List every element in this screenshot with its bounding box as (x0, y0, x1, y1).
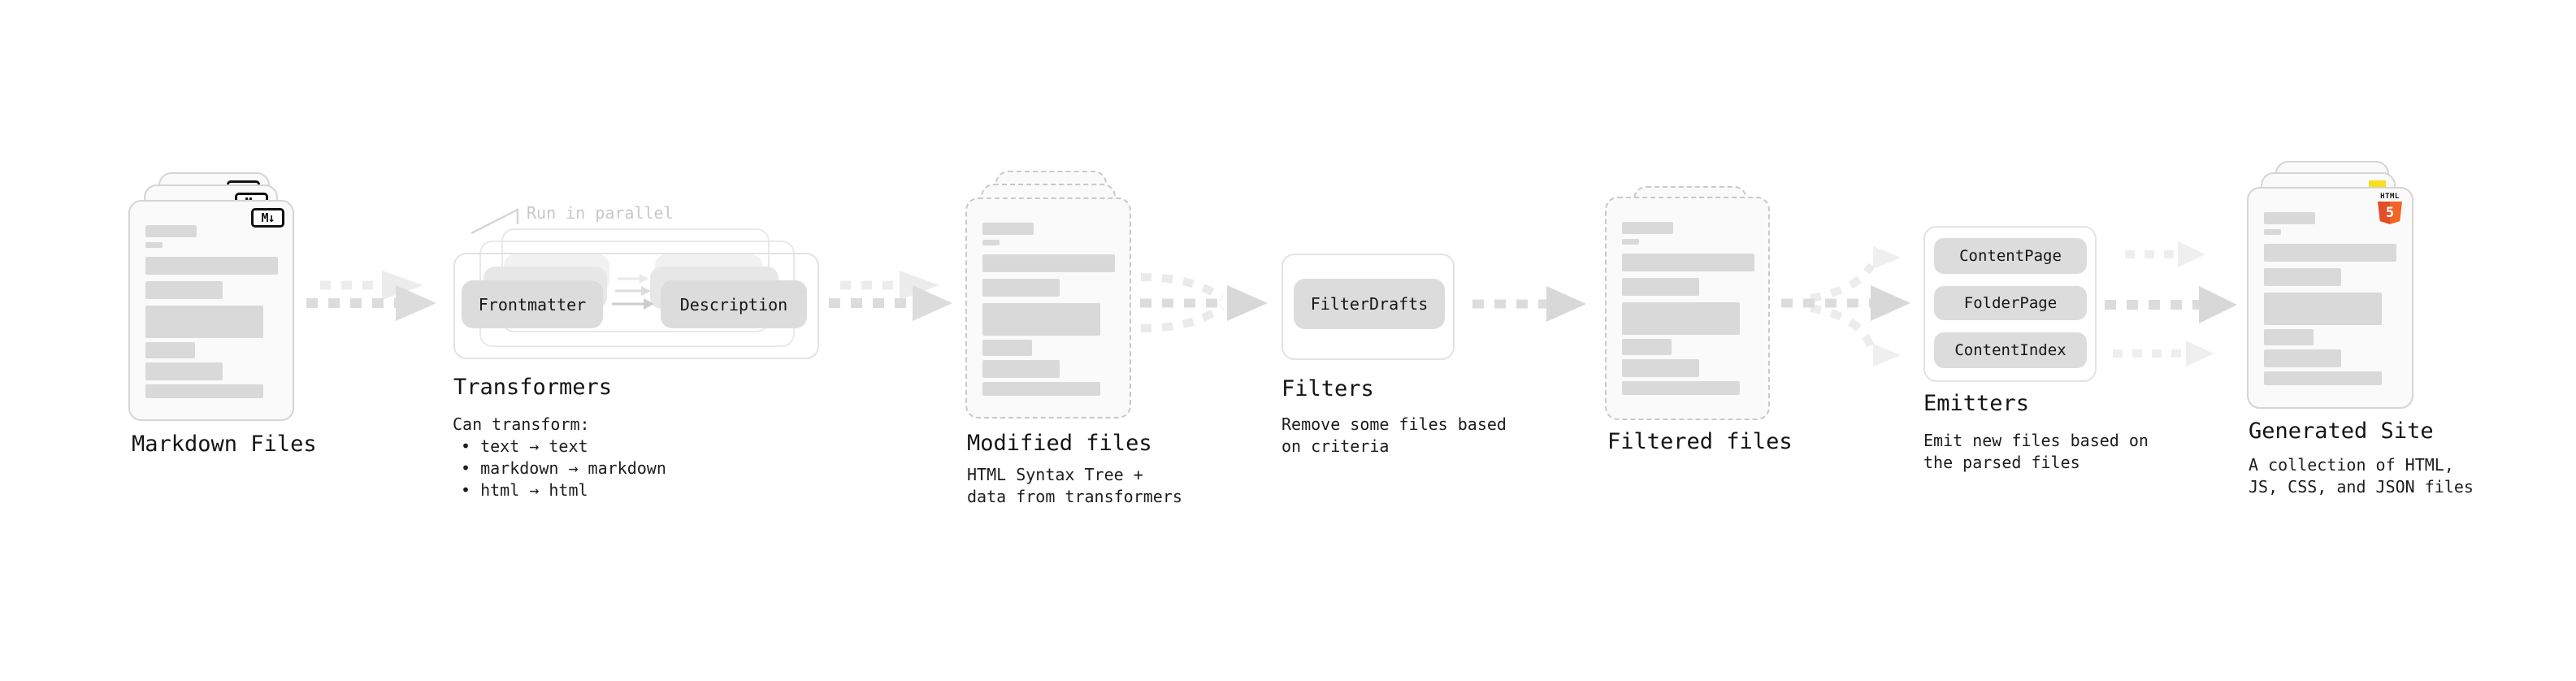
stage-desc-transformers: Can transform: • text → text • markdown … (453, 414, 666, 501)
placeholder-bar (2264, 329, 2314, 345)
placeholder-bar (2264, 229, 2281, 235)
stage-title-filtered-files: Filtered files (1607, 429, 1793, 454)
placeholder-bar (982, 382, 1100, 396)
filters-box (1281, 254, 1455, 360)
html5-shield: 5 (2378, 202, 2402, 224)
generated-file-card-front: HTML 5 (2247, 187, 2413, 409)
placeholder-bar (982, 303, 1100, 336)
file-content-placeholder (982, 223, 1115, 396)
stage-desc-filters: Remove some files based on criteria (1281, 414, 1507, 458)
placeholder-bar (145, 362, 223, 380)
placeholder-bar (1622, 302, 1740, 335)
desc-line: data from transformers (967, 487, 1182, 506)
transformer-box-front (453, 253, 819, 359)
stage-desc-generated: A collection of HTML, JS, CSS, and JSON … (2249, 454, 2474, 498)
desc-line: HTML Syntax Tree + (967, 465, 1143, 484)
placeholder-bar (982, 279, 1060, 297)
desc-line: the parsed files (1923, 453, 2080, 472)
placeholder-bar (982, 340, 1032, 356)
filter-drafts-pill: FilterDrafts (1294, 279, 1445, 329)
desc-line: JS, CSS, and JSON files (2249, 477, 2474, 497)
stage-title-markdown-files: Markdown Files (132, 432, 317, 457)
stage-title-transformers: Transformers (453, 375, 613, 400)
html5-number: 5 (2385, 205, 2395, 221)
stage-title-filters: Filters (1281, 376, 1374, 401)
content-page-pill: ContentPage (1934, 238, 2087, 274)
arrow-modified-to-filters (1140, 273, 1268, 332)
placeholder-bar (982, 223, 1034, 235)
placeholder-bar (982, 360, 1060, 378)
desc-line: on criteria (1281, 436, 1390, 456)
placeholder-bar (2264, 212, 2315, 224)
placeholder-bar (982, 254, 1115, 272)
file-content-placeholder (145, 225, 278, 398)
desc-line: A collection of HTML, (2249, 455, 2454, 475)
placeholder-bar (145, 225, 197, 237)
placeholder-bar (145, 242, 163, 248)
placeholder-bar (145, 342, 195, 358)
frontmatter-pill: Frontmatter (462, 280, 603, 328)
html5-icon: HTML 5 (2378, 193, 2402, 224)
stage-desc-modified: HTML Syntax Tree + data from transformer… (967, 464, 1182, 508)
placeholder-bar (1622, 381, 1740, 395)
desc-bullet: • markdown → markdown (461, 458, 666, 478)
arrow-emitters-to-generated (2105, 241, 2237, 367)
markdown-icon: M↓ (251, 208, 284, 228)
content-index-pill: ContentIndex (1934, 332, 2087, 368)
markdown-file-card-front: M↓ (128, 200, 294, 421)
folder-page-pill: FolderPage (1934, 286, 2087, 320)
placeholder-bar (145, 306, 263, 338)
placeholder-bar (145, 281, 223, 299)
placeholder-bar (2264, 293, 2382, 325)
desc-line: Can transform: (453, 414, 590, 434)
placeholder-bar (1622, 254, 1754, 271)
run-in-parallel-label: Run in parallel (527, 203, 674, 223)
modified-file-card-front (965, 197, 1131, 419)
placeholder-bar (2264, 349, 2341, 367)
placeholder-bar (2264, 244, 2396, 262)
stage-title-generated-site: Generated Site (2249, 419, 2434, 444)
desc-line: Remove some files based (1281, 414, 1507, 434)
stage-title-emitters: Emitters (1923, 391, 2030, 416)
placeholder-bar (2264, 268, 2341, 286)
placeholder-bar (1622, 239, 1639, 245)
stage-desc-emitters: Emit new files based on the parsed files (1923, 430, 2149, 474)
arrow-markdown-to-transformers (306, 271, 436, 321)
emitters-box (1923, 226, 2097, 382)
html5-label: HTML (2380, 193, 2400, 201)
description-pill: Description (661, 280, 807, 328)
placeholder-bar (1622, 339, 1672, 355)
placeholder-bar (145, 384, 263, 398)
desc-bullet: • html → html (461, 480, 588, 500)
placeholder-bar (1622, 359, 1699, 377)
stage-title-modified-files: Modified files (967, 431, 1152, 456)
arrow-filtered-to-emitters (1781, 246, 1910, 367)
desc-line: Emit new files based on (1923, 431, 2149, 450)
placeholder-bar (1622, 278, 1699, 296)
placeholder-bar (1622, 222, 1673, 234)
file-content-placeholder (2264, 212, 2396, 385)
filtered-file-card-front (1605, 197, 1770, 420)
arrow-transformers-to-modified (829, 271, 952, 321)
file-content-placeholder (1622, 222, 1754, 395)
placeholder-bar (982, 240, 1000, 245)
placeholder-bar (2264, 371, 2382, 385)
placeholder-bar (145, 257, 278, 275)
arrow-filters-to-filtered (1472, 286, 1586, 322)
desc-bullet: • text → text (461, 436, 588, 456)
